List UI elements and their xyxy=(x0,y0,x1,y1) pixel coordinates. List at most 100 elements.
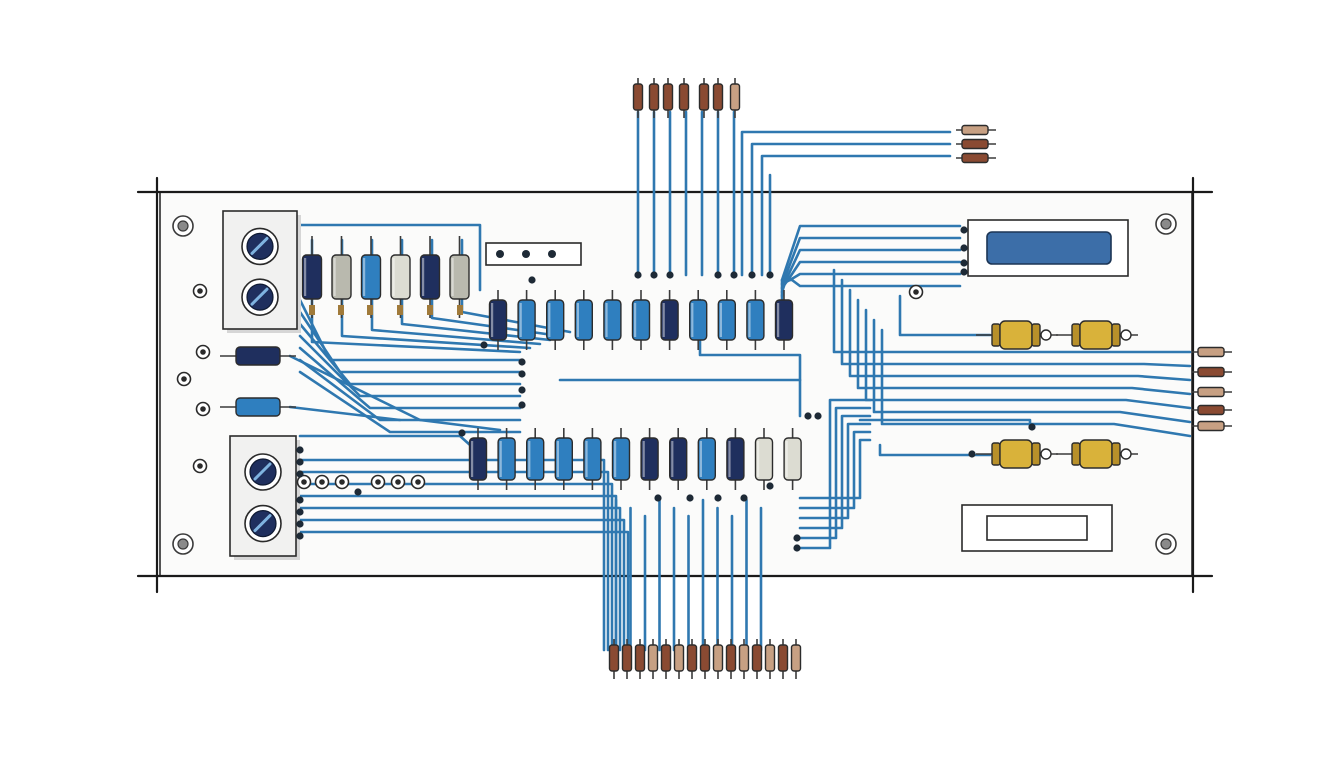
resistor-icon xyxy=(754,428,774,490)
resistor-icon xyxy=(331,236,352,318)
solder-pad-icon xyxy=(960,226,968,234)
capacitor-icon xyxy=(1056,439,1138,469)
resistor-icon xyxy=(725,639,737,679)
resistor-icon xyxy=(777,639,789,679)
solder-pad-icon xyxy=(730,271,738,279)
solder-pad-icon xyxy=(195,344,211,360)
resistor-icon xyxy=(608,639,620,679)
solder-pad-icon xyxy=(314,474,330,490)
resistor-icon xyxy=(449,236,470,318)
solder-pad-icon xyxy=(397,305,403,315)
circuit-trace xyxy=(864,308,1192,410)
resistor-icon xyxy=(698,78,710,118)
resistor-icon xyxy=(699,639,711,679)
resistor-icon xyxy=(689,290,708,350)
potentiometer-icon xyxy=(229,435,300,560)
circuit-trace xyxy=(878,443,992,457)
circuit-trace xyxy=(750,142,952,277)
circuit-trace xyxy=(298,518,626,652)
solder-pad-icon xyxy=(714,494,722,502)
solder-pad-icon xyxy=(714,271,722,279)
solder-pad-icon xyxy=(518,401,526,409)
resistor-icon xyxy=(640,428,659,490)
resistor-icon xyxy=(390,236,411,318)
solder-pad-icon xyxy=(192,283,208,299)
solder-pad-icon xyxy=(634,271,642,279)
resistor-icon xyxy=(660,290,679,350)
solder-pad-icon xyxy=(296,496,304,504)
solder-pad-icon xyxy=(410,474,426,490)
solder-pad-icon xyxy=(427,305,433,315)
resistor-icon xyxy=(774,290,794,350)
resistor-icon xyxy=(746,290,765,350)
circuit-trace xyxy=(798,398,872,550)
resistor-icon xyxy=(764,639,776,679)
circuit-trace xyxy=(298,334,522,398)
resistor-icon xyxy=(647,639,659,679)
solder-pad-icon xyxy=(960,268,968,276)
solder-pad-icon xyxy=(334,474,350,490)
resistor-icon xyxy=(1192,386,1232,398)
solder-pad-icon xyxy=(666,271,674,279)
resistor-icon xyxy=(611,428,631,490)
solder-pad-icon xyxy=(960,244,968,252)
resistor-icon xyxy=(1192,404,1232,416)
circuit-trace xyxy=(798,430,872,510)
capacitor-icon xyxy=(976,439,1058,469)
circuit-trace xyxy=(298,506,622,652)
circuit-trace xyxy=(298,470,610,652)
resistor-icon xyxy=(751,639,763,679)
circuit-trace xyxy=(780,272,962,286)
solder-pad-icon xyxy=(296,470,304,478)
resistor-icon xyxy=(603,290,622,350)
resistor-icon xyxy=(468,428,488,490)
solder-pad-icon xyxy=(518,370,526,378)
resistor-icon xyxy=(497,428,516,490)
solder-pad-icon xyxy=(458,429,466,437)
solder-pad-icon xyxy=(367,305,373,315)
connector-icon xyxy=(485,242,582,266)
solder-pad-icon xyxy=(370,474,386,490)
resistor-icon xyxy=(517,290,536,350)
resistor-icon xyxy=(648,78,660,118)
solder-pad-icon xyxy=(804,412,812,420)
resistor-icon xyxy=(956,152,996,164)
solder-pad-icon xyxy=(793,534,801,542)
resistor-icon xyxy=(790,639,802,679)
potentiometer-icon xyxy=(222,210,301,333)
circuit-trace xyxy=(848,288,1192,382)
solder-pad-icon xyxy=(740,494,748,502)
solder-pad-icon xyxy=(960,259,968,267)
trace-layer xyxy=(288,110,1192,652)
solder-pad-icon xyxy=(748,271,756,279)
circuit-trace xyxy=(856,298,1192,396)
solder-pad-icon xyxy=(296,446,304,454)
resistor-icon xyxy=(634,639,646,679)
resistor-icon xyxy=(1192,346,1232,358)
circuit-trace xyxy=(288,354,502,432)
component-layer xyxy=(172,78,1232,679)
resistor-icon xyxy=(220,397,296,417)
resistor-icon xyxy=(956,124,996,136)
resistor-icon xyxy=(631,290,651,350)
resistor-icon xyxy=(1192,420,1232,432)
resistor-icon xyxy=(526,428,545,490)
circuit-trace xyxy=(298,530,630,652)
circuit-trace xyxy=(798,422,872,520)
solder-pad-icon xyxy=(908,284,924,300)
solder-pad-icon xyxy=(654,494,662,502)
circuit-trace xyxy=(798,438,872,500)
resistor-icon xyxy=(220,346,296,366)
circuit-trace xyxy=(780,260,962,290)
capacitor-icon xyxy=(1056,320,1138,350)
resistor-icon xyxy=(712,639,724,679)
capacitor-icon xyxy=(976,320,1058,350)
mounting-hole-icon xyxy=(172,533,194,555)
resistor-icon xyxy=(697,428,716,490)
mounting-hole-icon xyxy=(1155,213,1177,235)
circuit-trace xyxy=(840,278,1192,368)
solder-pad-icon xyxy=(296,474,312,490)
resistor-icon xyxy=(712,78,724,118)
solder-pad-icon xyxy=(192,458,208,474)
resistor-icon xyxy=(673,639,685,679)
